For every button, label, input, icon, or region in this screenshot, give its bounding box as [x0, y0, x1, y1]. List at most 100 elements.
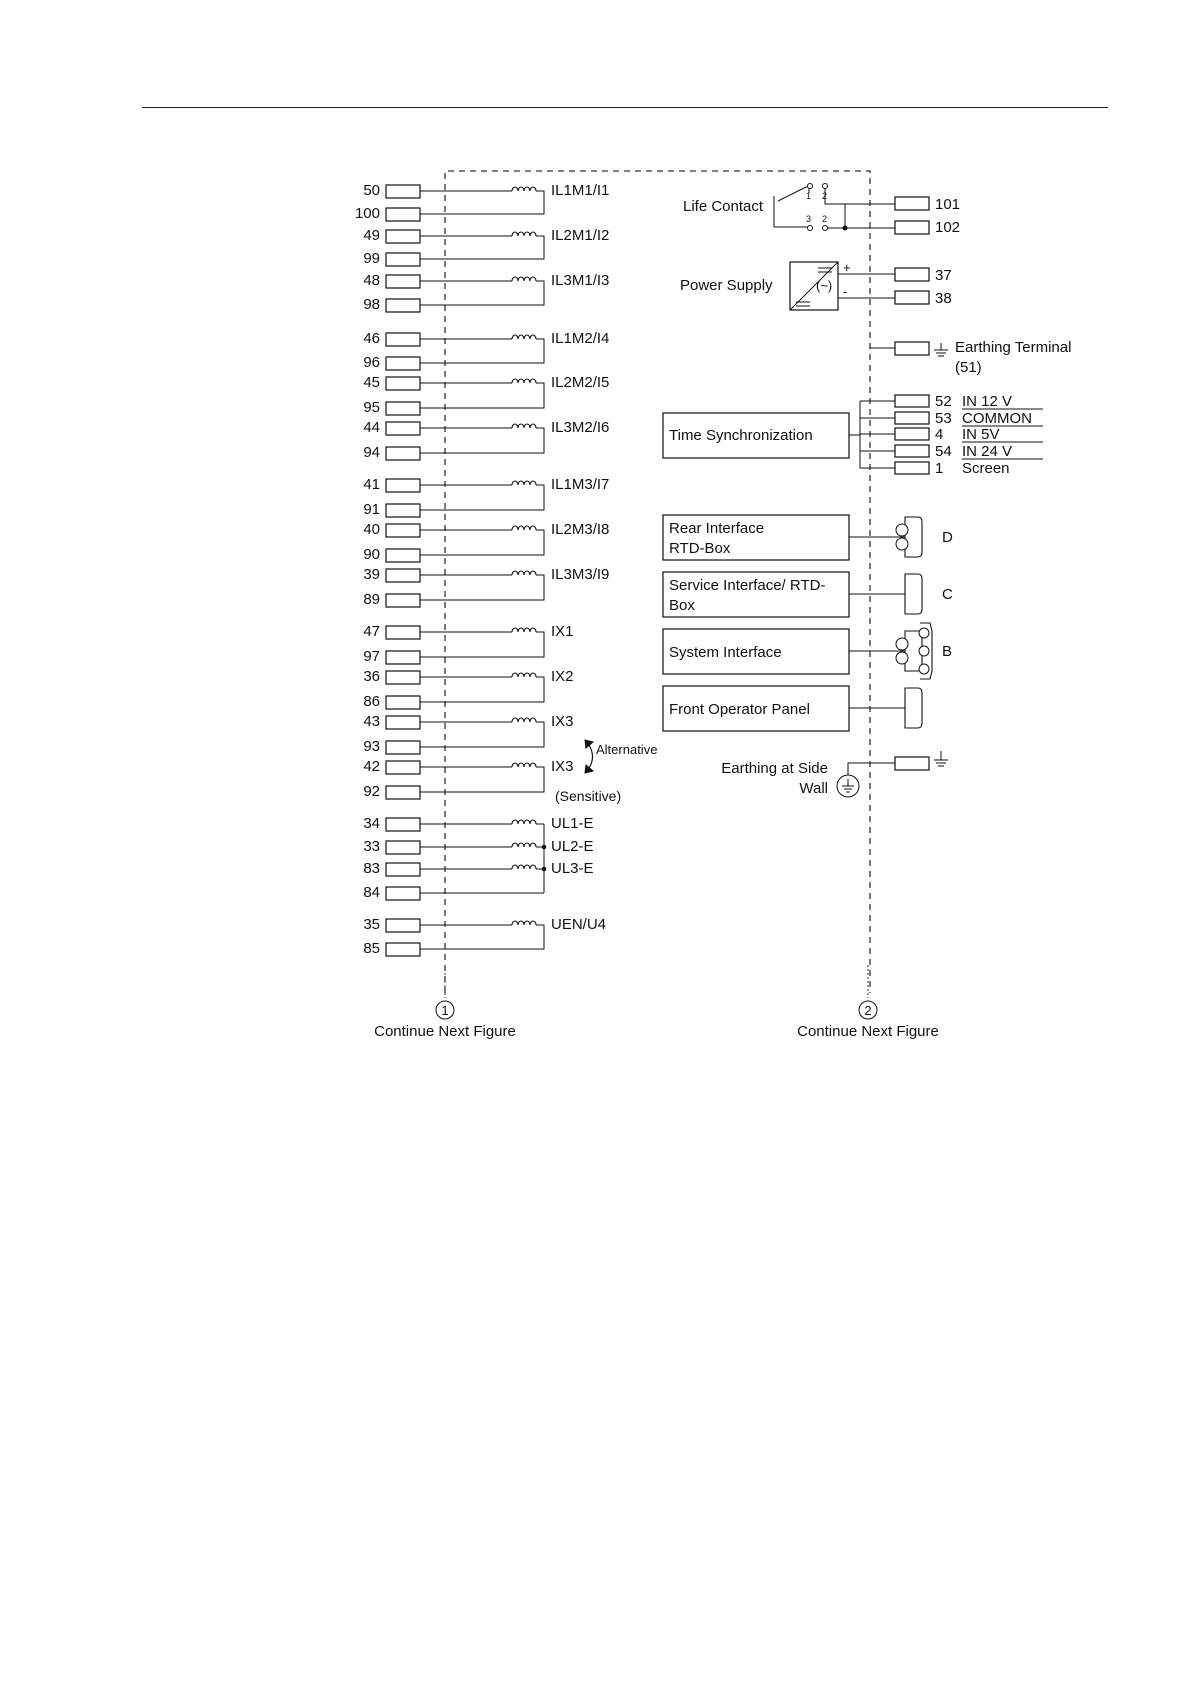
connector-icon	[904, 687, 923, 729]
input-label: IL2M3/I8	[551, 521, 609, 538]
coil-icon	[511, 672, 537, 678]
terminal-number: 33	[363, 838, 380, 855]
coil-icon	[511, 570, 537, 576]
terminal-signal-label: IN 24 V	[962, 443, 1012, 460]
terminal-number: 49	[363, 227, 380, 244]
terminal-102	[894, 220, 930, 235]
life-contact-label: Life Contact	[683, 198, 764, 215]
terminal-block	[385, 298, 421, 313]
plus-sign: +	[843, 260, 851, 275]
interface-box	[662, 514, 850, 561]
coil-icon	[511, 842, 537, 848]
coil-icon	[511, 627, 537, 633]
terminal-block	[385, 817, 421, 832]
connector-icon	[904, 573, 923, 615]
terminal-signal-label: COMMON	[962, 410, 1032, 427]
alternative-indicator	[584, 739, 595, 774]
terminal-block	[894, 427, 930, 441]
coil-icon	[511, 276, 537, 282]
terminal-block	[894, 461, 930, 475]
terminal-block	[385, 401, 421, 416]
port-letter: B	[942, 643, 952, 660]
interface-label-2: Box	[669, 597, 695, 614]
input-label: IL1M3/I7	[551, 476, 609, 493]
minus-sign: -	[843, 284, 847, 299]
coil-icon	[511, 717, 537, 723]
time-sync-terminal-4: 54 IN 24 V	[860, 443, 1043, 460]
interface-label-1: Front Operator Panel	[669, 701, 810, 718]
input-label: IX1	[551, 623, 574, 640]
life-contact-pin-1: 1	[806, 191, 811, 201]
terminal-number: 50	[363, 182, 380, 199]
terminal-number: 94	[363, 444, 380, 461]
input-label: IL3M3/I9	[551, 566, 609, 583]
terminal-block	[385, 478, 421, 493]
continuation-label-1: Continue Next Figure	[374, 1023, 516, 1040]
terminal-block	[385, 229, 421, 244]
interface-label-2: RTD-Box	[669, 540, 731, 557]
terminal-block	[385, 650, 421, 665]
coil-icon	[511, 334, 537, 340]
life-contact-pin-2b: 2	[822, 214, 827, 224]
terminal-block	[385, 670, 421, 685]
terminal-block	[385, 332, 421, 347]
life-contact-pin-2: 2	[822, 191, 827, 201]
continuation-symbol-1: 1	[441, 1003, 448, 1018]
terminal-102-number: 102	[935, 219, 960, 236]
terminal-number: 86	[363, 693, 380, 710]
terminal-block	[385, 568, 421, 583]
interface-box	[662, 628, 850, 675]
input-label: IX2	[551, 668, 574, 685]
terminal-number: 96	[363, 354, 380, 371]
interface-box	[662, 571, 850, 618]
ac-symbol: (~)	[816, 278, 832, 293]
terminal-number: 97	[363, 648, 380, 665]
coil-icon	[511, 186, 537, 192]
uen-label: UEN/U4	[551, 916, 606, 933]
time-sync-label: Time Synchronization	[669, 427, 813, 444]
voltage-label: UL2-E	[551, 838, 594, 855]
earth-icon	[934, 343, 948, 357]
terminal-number: 92	[363, 783, 380, 800]
terminal-number: 42	[363, 758, 380, 775]
sensitive-note: (Sensitive)	[555, 788, 621, 804]
port-letter: D	[942, 529, 953, 546]
terminal-signal-label: IN 12 V	[962, 393, 1012, 410]
time-sync-terminal-1: 52 IN 12 V	[860, 393, 1043, 410]
terminal-37-number: 37	[935, 267, 952, 284]
interface-label-1: Rear Interface	[669, 520, 764, 537]
port-letter: C	[942, 586, 953, 603]
terminal-number: 99	[363, 250, 380, 267]
terminal-block	[385, 862, 421, 877]
terminal-number: 89	[363, 591, 380, 608]
input-label: IL3M1/I3	[551, 272, 609, 289]
earth-icon	[934, 751, 948, 767]
terminal-number: 53	[935, 410, 952, 427]
coil-icon	[511, 423, 537, 429]
terminal-block	[385, 523, 421, 538]
terminal-number: 54	[935, 443, 952, 460]
input-label: IX3	[551, 713, 574, 730]
terminal-number: 52	[935, 393, 952, 410]
input-label: IL2M2/I5	[551, 374, 609, 391]
coil-icon	[511, 231, 537, 237]
interface-4: Front Operator Panel	[662, 685, 923, 732]
terminal-block	[385, 695, 421, 710]
terminal-block	[894, 411, 930, 425]
terminal-block	[385, 886, 421, 901]
terminal-block	[894, 444, 930, 458]
continuation-symbol-2: 2	[864, 1003, 871, 1018]
